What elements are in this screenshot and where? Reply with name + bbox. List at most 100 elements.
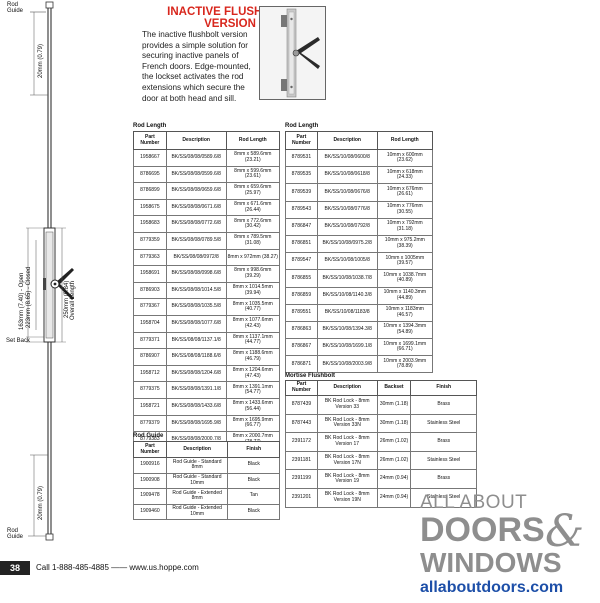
col-part-number: Part Number <box>133 131 167 150</box>
table-cell: BK/SS/08/08/0671.6/8 <box>165 198 227 217</box>
table-cell: 8779363 <box>133 248 167 267</box>
table-cell: BK/SS/10/08/1005/8 <box>316 252 378 271</box>
mortise-flushbolt-title: Mortise Flushbolt <box>285 373 335 379</box>
table-cell: BK/SS/10/08/1140.3/8 <box>316 286 378 305</box>
table-cell: BK/SS/10/08/0618/8 <box>316 166 378 185</box>
table-cell: 10mm x 1038.7mm (40.89) <box>376 269 434 288</box>
table-cell: Stainless Steel <box>410 413 477 434</box>
table-cell: 8mm x 1391.1mm (54.77) <box>225 381 281 399</box>
table-cell: 26mm (1.02) <box>376 450 412 471</box>
table-cell: BK Rod Lock - 8mm Version 19 <box>316 469 378 489</box>
table-cell: 1958712 <box>133 364 167 383</box>
table-cell: BK Rod Lock - 8mm Version 33 <box>316 395 378 415</box>
rod-length-10mm-table: Part Number Description Rod Length 87895… <box>285 131 434 374</box>
table-cell: 8786859 <box>285 286 318 305</box>
table-cell: 1958667 <box>133 149 167 167</box>
dim-top-label: 20mm (0.79) <box>38 43 44 78</box>
footer-contact: Call 1-888-485-4885 —— www.us.hoppe.com <box>36 563 199 572</box>
table-cell: BK/SS/08/08/0599.6/8 <box>165 165 227 184</box>
table-cell: Stainless Steel <box>410 487 477 508</box>
table-cell: 8779359 <box>133 231 167 250</box>
table-cell: 30mm (1.18) <box>376 413 412 434</box>
table-cell: 8779379 <box>133 414 167 433</box>
all-about-doors-logo: ALL ABOUT DOORS & WINDOWS allaboutdoors.… <box>418 488 598 598</box>
table-cell: 8786903 <box>133 281 167 300</box>
table-cell: BK/SS/10/08/1038.7/8 <box>316 269 378 288</box>
table-cell: 8779371 <box>133 331 167 350</box>
dim-bottom-label: 20mm (0.79) <box>38 485 44 520</box>
table-cell: Black <box>227 457 280 474</box>
table-cell: BK/SS/08/08/0772.6/8 <box>165 215 227 233</box>
table-cell: BK/SS/08/08/0998.6/8 <box>165 265 227 283</box>
table-cell: Rod Guide - Standard 10mm <box>165 472 229 489</box>
table-cell: Black <box>227 503 280 520</box>
table-cell: BK Rod Lock - 8mm Version 17 <box>316 432 378 452</box>
table-cell: 8789547 <box>285 252 318 271</box>
table-cell: Brass <box>410 469 477 489</box>
table-cell: 8786855 <box>285 269 318 288</box>
rod-guide-top-label: Rod Guide <box>7 2 24 14</box>
table-cell: 10mm x 618mm (24.33) <box>376 166 434 185</box>
table-cell: 10mm x 600mm (23.62) <box>376 148 434 168</box>
table-cell: 10mm x 975.2mm (38.39) <box>376 234 434 254</box>
table-cell: BK/SS/08/08/1391.1/8 <box>165 381 227 399</box>
table-cell: BK/SS/08/08/1695.9/8 <box>165 414 227 433</box>
table-cell: BK/SS/10/08/0676/8 <box>316 183 378 202</box>
col-rod-length: Rod Length <box>376 131 434 150</box>
table-cell: 8mm x 1035.5mm (40.77) <box>225 298 281 316</box>
table-cell: BK/SS/10/08/1183/8 <box>316 303 378 322</box>
table-cell: BK/SS/10/08/1394.3/8 <box>316 320 378 340</box>
table-cell: BK/SS/10/08/2003.9/8 <box>316 355 378 374</box>
page-footer: 38 Call 1-888-485-4885 —— www.us.hoppe.c… <box>0 561 225 575</box>
table-cell: Rod Guide - Extended 8mm <box>165 488 229 505</box>
table-cell: 10mm x 1005mm (39.57) <box>376 252 434 271</box>
table-cell: 8779375 <box>133 381 167 399</box>
table-cell: 8789539 <box>285 183 318 202</box>
table-cell: BK Rod Lock - 8mm Version 17N <box>316 450 378 471</box>
table-cell: 2391172 <box>285 432 318 452</box>
logo-line-2: DOORS <box>420 511 545 549</box>
table-cell: 8787439 <box>285 395 318 415</box>
table-cell: 8mm x 1433.6mm (56.44) <box>225 397 281 416</box>
dim-closed-label: 223mm (8.65) - Closed <box>26 266 32 328</box>
table-cell: 10mm x 676mm (26.61) <box>376 183 434 202</box>
col-description: Description <box>316 131 378 150</box>
table-cell: 26mm (1.02) <box>376 432 412 452</box>
table-cell: BK Rod Lock - 8mm Version 19N <box>316 487 378 508</box>
col-rod-length: Rod Length <box>225 131 281 150</box>
rod-guide-bottom-label: Rod Guide <box>7 528 24 540</box>
table-cell: 8786867 <box>285 338 318 357</box>
table-cell: 1958721 <box>133 397 167 416</box>
table-cell: 1958675 <box>133 198 167 217</box>
rod-length-left-title: Rod Length <box>133 123 167 129</box>
intro-paragraph: The inactive flushbolt version provides … <box>142 30 251 103</box>
table-cell: Brass <box>410 395 477 415</box>
table-cell: 10mm x 1699.1mm (66.71) <box>376 338 434 357</box>
table-cell: 8789551 <box>285 303 318 322</box>
table-cell: 8mm x 972mm (38.27) <box>225 248 281 267</box>
table-cell: BK/SS/10/08/0600/8 <box>316 148 378 168</box>
table-cell: 8mm x 659.6mm (25.97) <box>225 182 281 200</box>
table-cell: 8786871 <box>285 355 318 374</box>
logo-line-1: ALL ABOUT <box>420 492 527 513</box>
